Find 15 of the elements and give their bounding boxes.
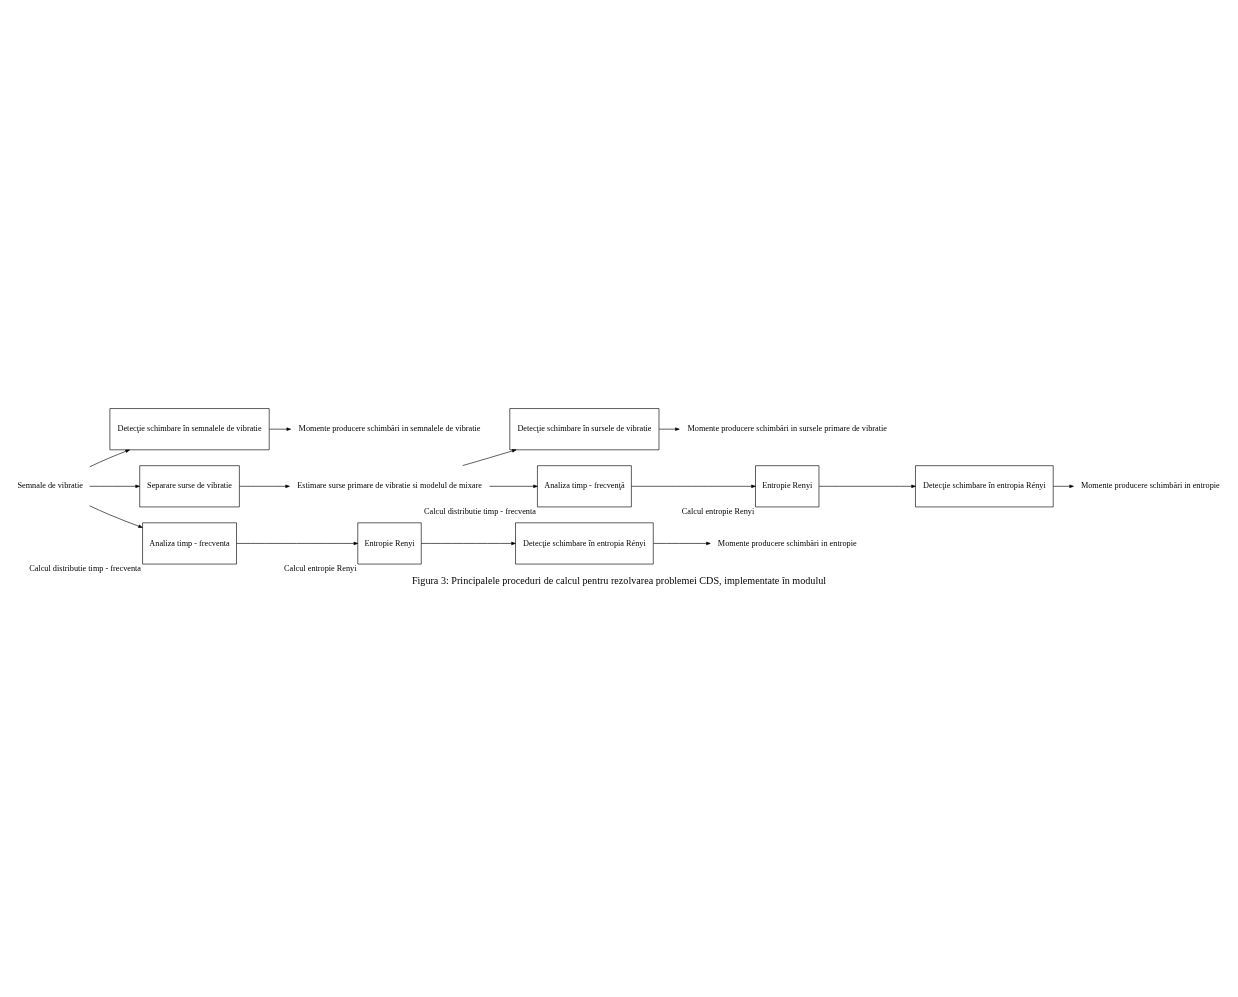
caption: Figura 3: Principalele proceduri de calcul pentru rezolvarea problemei CDS, implementate în modulul: [411, 574, 827, 586]
arrow: [658, 427, 680, 431]
arrow: [1053, 484, 1074, 488]
arrow: [236, 541, 359, 545]
arrow: [420, 541, 516, 545]
arrow: [89, 484, 140, 488]
arrow: [489, 484, 538, 488]
arrow: [89, 504, 143, 528]
arrow: [631, 484, 756, 488]
arrow: [239, 484, 290, 488]
arrow: [653, 541, 711, 545]
arrow: [268, 427, 291, 431]
arrow: [89, 449, 130, 467]
arrow: [818, 484, 916, 488]
arrow: [462, 448, 517, 466]
